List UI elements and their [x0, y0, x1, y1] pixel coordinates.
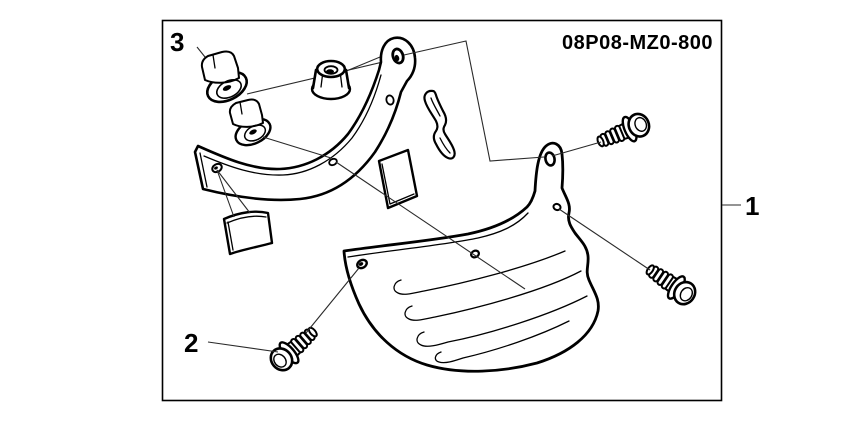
screw-top-right [591, 108, 655, 156]
screw-mid-right [639, 256, 702, 311]
leader-callout2 [207, 341, 279, 353]
pad-left-outline [222, 210, 274, 256]
fender-top-flange-line [347, 212, 529, 258]
well-nut-3-slot [326, 69, 334, 74]
bracket-hole-left-center [214, 166, 218, 170]
well-nut-1-facet [212, 54, 216, 69]
bracket-hole-right [385, 94, 395, 106]
tab-hole-center [394, 54, 400, 62]
leader-fenderhole-screw2 [305, 267, 360, 334]
well-nut-3-body-sides [311, 68, 351, 90]
leader-hole-pad-a [216, 169, 251, 214]
leader-lines-over [207, 40, 741, 353]
fender-left-hole-center [358, 262, 364, 266]
clip-blade-outline [423, 89, 456, 160]
well-nut-2-rim [243, 124, 267, 142]
part-code-label: 08P08-MZ0-800 [562, 32, 713, 54]
fender-rib-3 [416, 295, 588, 347]
fender-side-hole [552, 202, 562, 212]
well-nut-1-slot [222, 85, 232, 91]
bracket-stay-part [193, 36, 417, 202]
fender-rib-1 [393, 250, 566, 295]
bracket-outline [193, 36, 417, 202]
leader-wellnut2-hole [262, 136, 332, 159]
pad-right [377, 148, 419, 210]
fender-rib-4 [434, 320, 570, 364]
leader-hole-to-fender [335, 161, 526, 290]
well-nut-2-cap [228, 98, 264, 128]
leader-hole-pad-b [216, 169, 235, 218]
bracket-hole-mid [328, 157, 338, 167]
callout-2: 2 [184, 328, 198, 358]
clip-blade-part [423, 89, 456, 160]
leader-earhole-screw [551, 141, 602, 157]
leader-sidehole-screw [558, 208, 651, 271]
screw-bottom-left [264, 319, 325, 377]
pad-left-inner-lines [226, 215, 267, 251]
border-frame [161, 19, 723, 402]
bracket-endcap-line [199, 152, 208, 188]
callout-1: 1 [745, 191, 759, 221]
well-nut-1-cap [200, 50, 240, 84]
pad-left [222, 210, 274, 256]
clip-blade-inner-line [430, 97, 451, 154]
callout-3: 3 [170, 27, 184, 57]
well-nut-1 [200, 50, 249, 104]
well-nut-3 [310, 59, 352, 101]
leader-tab-to-ear [403, 40, 545, 162]
well-nut-2-facet [239, 101, 243, 115]
well-nut-2 [228, 98, 272, 147]
well-nut-1-rim [216, 79, 242, 99]
fender-rib-2 [404, 270, 582, 321]
well-nut-2-slot [249, 129, 257, 135]
bracket-flange-line [203, 74, 382, 176]
fender-garnish-part [342, 141, 600, 373]
